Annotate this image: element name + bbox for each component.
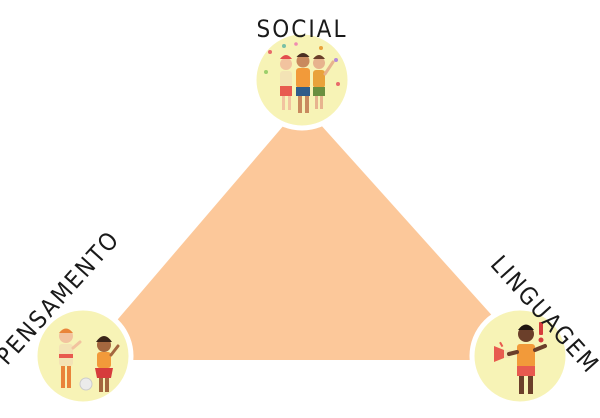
children-playing-icon xyxy=(59,328,120,392)
group-of-friends-icon xyxy=(264,42,340,113)
node-social[interactable]: SOCIAL xyxy=(251,15,353,131)
triangle-shape xyxy=(83,104,532,360)
node-pensamento[interactable]: PENSAMENTO xyxy=(0,225,134,407)
node-social-label: SOCIAL xyxy=(257,15,348,43)
node-linguagem[interactable]: LINGUAGEM xyxy=(469,250,600,407)
child-with-megaphone-icon xyxy=(494,322,547,394)
